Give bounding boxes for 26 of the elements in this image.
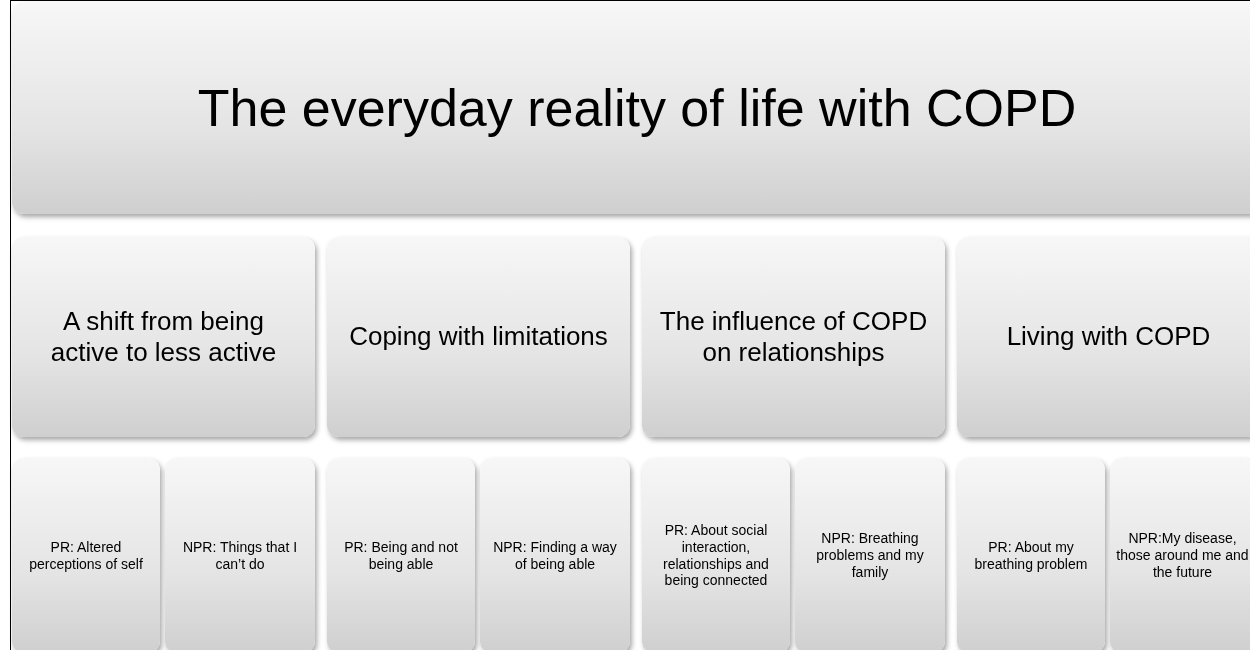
theme-text: NPR: Things that I can’t do	[181, 538, 299, 573]
category-box	[642, 237, 945, 437]
theme-box	[1110, 458, 1250, 650]
category-heading: Coping with limitations	[349, 321, 608, 353]
title-text: The everyday reality of life with COPD	[197, 77, 1077, 139]
category-heading: The influence of COPD on relationships	[658, 305, 929, 369]
category-heading: A shift from being active to less active	[49, 305, 278, 369]
theme-text: PR: Altered perceptions of self	[28, 538, 144, 573]
category-box	[327, 237, 630, 437]
category-heading: Living with COPD	[1006, 321, 1211, 353]
category-box	[957, 237, 1250, 437]
theme-text: NPR:My disease, those around me and the future	[1116, 530, 1249, 581]
theme-box	[165, 458, 315, 650]
theme-box	[12, 458, 160, 650]
theme-text: PR: Being and not being able	[343, 538, 459, 573]
theme-box	[480, 458, 630, 650]
theme-box	[957, 458, 1105, 650]
theme-text: PR: About my breathing problem	[973, 538, 1089, 573]
theme-text: NPR: Finding a way of being able	[492, 538, 618, 573]
theme-text: PR: About social interaction, relationships and being connected	[662, 521, 770, 590]
theme-box	[642, 458, 790, 650]
category-box	[12, 237, 315, 437]
theme-text: NPR: Breathing problems and my family	[815, 530, 925, 581]
theme-box	[795, 458, 945, 650]
theme-box	[327, 458, 475, 650]
title-banner	[12, 2, 1250, 214]
